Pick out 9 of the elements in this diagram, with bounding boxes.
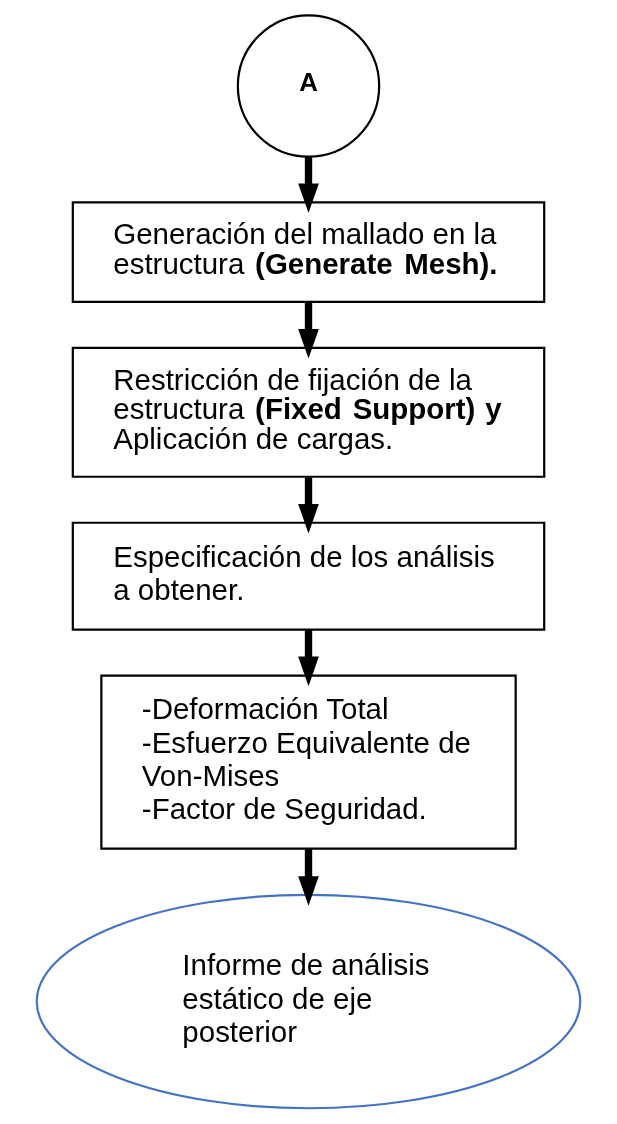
- node-box: Restricción de fijación de la estructura (Fixed Support) y Aplicación de cargas.: [71, 346, 546, 478]
- node-box: Generación del mallado en la estructura (Generate Mesh).: [71, 201, 546, 303]
- node-circle: A: [236, 14, 381, 158]
- arrow: [298, 629, 319, 687]
- node-box: Especificación de los análisis a obtener.: [71, 521, 546, 631]
- arrow: [298, 302, 319, 359]
- arrow: [298, 156, 319, 214]
- node-ellipse: Informe de análisis estático de eje posterior: [35, 893, 582, 1110]
- node-box: -Deformación Total -Esfuerzo Equivalente de Von-Mises -Factor de Seguridad.: [100, 674, 517, 850]
